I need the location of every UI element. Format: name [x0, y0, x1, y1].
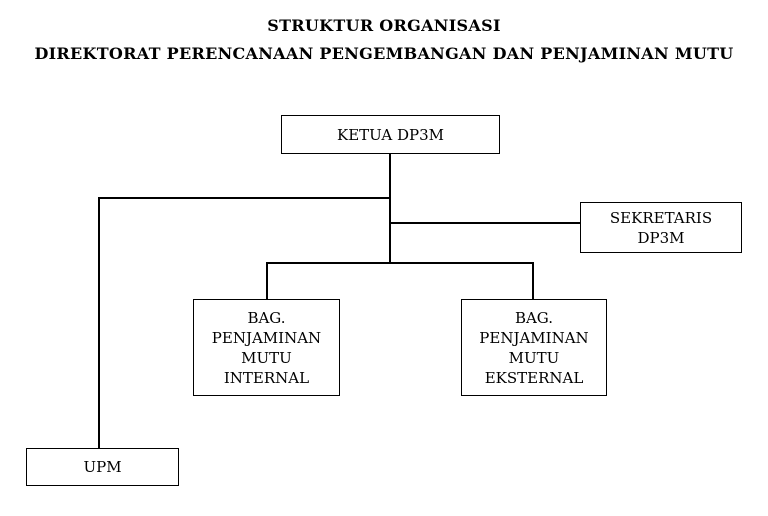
connector-upm-horizontal: [98, 197, 391, 199]
node-internal-line: INTERNAL: [223, 368, 310, 387]
chart-title: STRUKTUR ORGANISASI: [267, 16, 501, 35]
node-internal-line: BAG.: [247, 308, 286, 327]
node-internal-line: PENJAMINAN: [211, 328, 322, 347]
node-upm-label: UPM: [83, 458, 122, 476]
node-eksternal-line: MUTU: [508, 348, 560, 367]
connector-upm-vertical: [98, 197, 100, 450]
node-sekretaris-line: DP3M: [637, 228, 685, 247]
node-ketua-dp3m-label: KETUA DP3M: [337, 125, 444, 144]
node-eksternal-line: BAG.: [514, 308, 554, 327]
node-penjaminan-mutu-eksternal: BAG. PENJAMINAN MUTU EKSTERNAL: [461, 299, 607, 396]
connector-divisions-horizontal: [266, 262, 534, 264]
node-sekretaris-line: SEKRETARIS: [609, 208, 713, 227]
chart-subtitle: DIREKTORAT PERENCANAAN PENGEMBANGAN DAN …: [34, 44, 734, 63]
node-ketua-dp3m: KETUA DP3M: [281, 115, 500, 154]
connector-head-trunk: [389, 153, 391, 263]
connector-secretary: [389, 222, 582, 224]
node-sekretaris-dp3m: SEKRETARIS DP3M: [580, 202, 742, 253]
node-penjaminan-mutu-internal: BAG. PENJAMINAN MUTU INTERNAL: [193, 299, 340, 396]
node-eksternal-line: EKSTERNAL: [484, 368, 584, 387]
node-internal-line: MUTU: [241, 348, 292, 367]
node-upm: UPM: [26, 448, 179, 486]
connector-internal-vertical: [266, 262, 268, 300]
node-eksternal-line: PENJAMINAN: [479, 328, 589, 347]
connector-external-vertical: [532, 262, 534, 300]
